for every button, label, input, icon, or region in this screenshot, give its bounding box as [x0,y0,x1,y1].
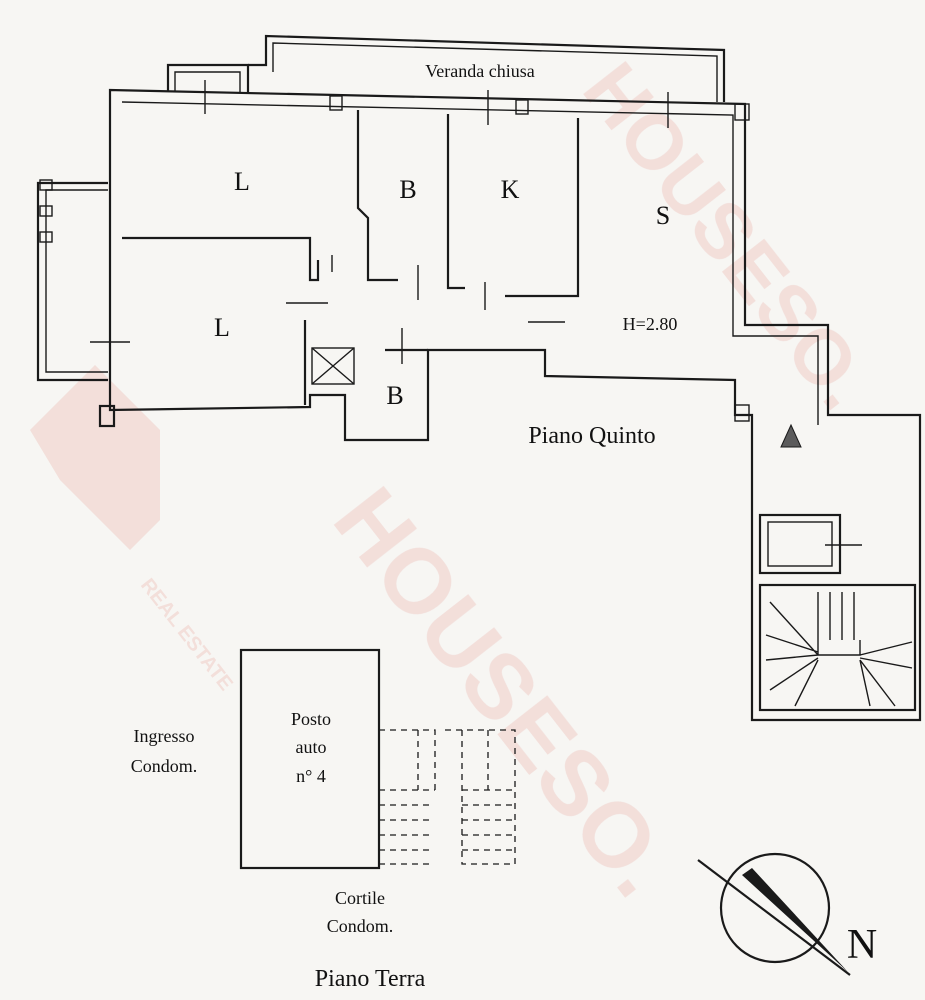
parking-label-line1: Posto [291,709,331,729]
veranda-wall-inner [272,42,718,102]
floor-title-ground: Piano Terra [315,966,426,992]
veranda-wall-left-inner [174,71,241,92]
watermark-text-lower: HOUSESO. [314,470,693,915]
ground-floor-plan: Posto auto n° 4 Ingresso Condom. Cortile… [131,648,516,992]
watermark: HOUSESO. HOUSESO. REAL ESTATE [30,46,889,915]
door-marks [286,255,565,364]
window-ticks [90,80,669,343]
court-label-line1: Cortile [335,888,385,908]
pillar-n1 [329,95,343,111]
veranda-wall [248,34,726,102]
compass-north-label: N [847,922,877,968]
pillar-ne [734,103,750,121]
parking-grid-2 [445,729,516,865]
balcony-post-1 [39,179,53,191]
shaft [311,347,355,385]
compass-icon: N [697,852,877,976]
exterior-wall-inner [121,101,819,425]
exterior-wall-outer [108,88,922,722]
elevator [758,513,842,575]
room-label-living-2: S [656,201,670,230]
balcony-post-2 [39,205,53,217]
entrance-label-line2: Condom. [131,756,198,776]
fifth-floor-plan: Veranda chiusa L B K S L B H=2.80 Piano … [36,34,922,722]
stair-enclosure [758,583,917,712]
wall-l1-l2 [122,236,320,282]
room-label-bath-2: B [386,381,403,410]
parking-label-line3: n° 4 [296,766,326,786]
balcony-post-3 [39,231,53,243]
floor-title-fifth: Piano Quinto [528,423,655,449]
watermark-subtext: REAL ESTATE [136,575,237,695]
stair-steps [765,592,913,707]
balcony-west [36,181,108,382]
pillar-n2 [515,99,529,115]
balcony-west-inner [45,189,108,373]
wall-k-s [505,118,580,298]
wall-l-b [356,110,398,282]
ceiling-height-note: H=2.80 [623,314,678,334]
room-label-kitchen: K [501,175,520,204]
veranda-label: Veranda chiusa [425,61,534,81]
pillar-sw [98,404,116,428]
wall-b-k [446,114,465,290]
parking-space-4 [239,648,381,870]
watermark-logo-icon [30,365,160,550]
room-label-bedroom-2: L [214,313,230,342]
parking-label-line2: auto [296,737,327,757]
entrance-arrow-icon [780,423,802,448]
room-label-living-1: L [234,167,250,196]
room-label-bath-1: B [399,175,416,204]
shaft-cross-icon [311,347,355,385]
court-label-line2: Condom. [327,916,394,936]
veranda-wall-left [166,63,250,92]
entrance-label-line1: Ingresso [134,726,195,746]
elevator-car [767,521,833,567]
parking-grid-1 [379,729,436,865]
pillar-se [734,404,750,422]
